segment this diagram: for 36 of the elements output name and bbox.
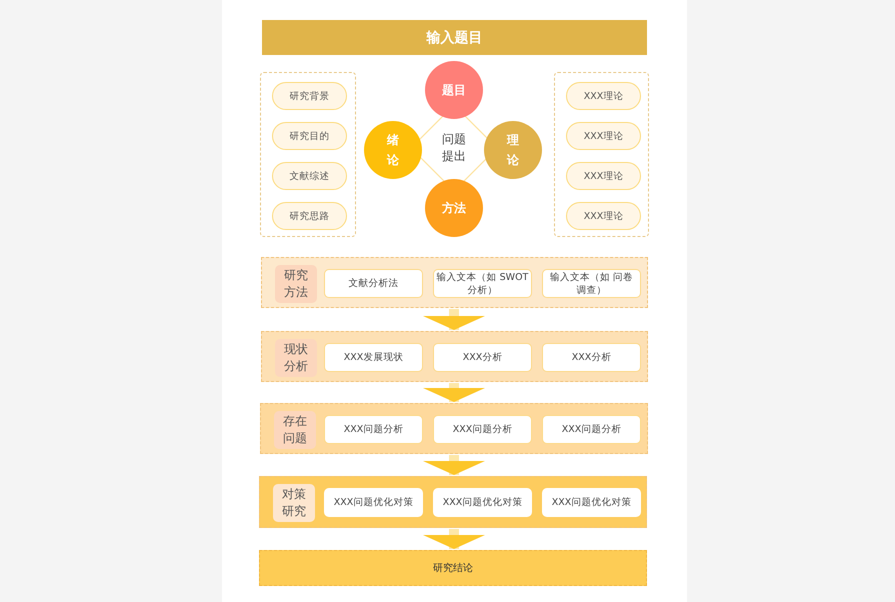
stage-band xyxy=(261,257,648,308)
dashed-group-box xyxy=(554,72,649,237)
content-box: XXX问题分析 xyxy=(542,415,641,444)
stage-tag: 存在问题 xyxy=(274,411,316,449)
content-box: XXX分析 xyxy=(542,343,641,372)
content-box: 输入文本（如 SWOT 分析） xyxy=(433,269,532,298)
topic-pill: XXX理论 xyxy=(566,202,641,230)
content-box: XXX问题优化对策 xyxy=(542,488,641,517)
dashed-group-box xyxy=(260,72,356,237)
arrow xyxy=(423,383,485,402)
content-box: XXX问题分析 xyxy=(433,415,532,444)
title-banner: 输入题目 xyxy=(262,20,647,55)
content-box: XXX分析 xyxy=(433,343,532,372)
topic-pill: 研究目的 xyxy=(272,122,347,150)
conclusion-band: 研究结论 xyxy=(259,550,647,586)
topic-pill: 研究思路 xyxy=(272,202,347,230)
content-box: XXX问题优化对策 xyxy=(433,488,532,517)
content-box: XXX发展现状 xyxy=(324,343,423,372)
stage-tag: 对策研究 xyxy=(273,484,315,522)
topic-pill: XXX理论 xyxy=(566,162,641,190)
topic-pill: 研究背景 xyxy=(272,82,347,110)
content-box: 文献分析法 xyxy=(324,269,423,298)
arrow xyxy=(423,529,485,549)
content-box: 输入文本（如 问卷调查） xyxy=(542,269,641,298)
stage-band xyxy=(261,331,648,382)
stage-band xyxy=(260,403,648,454)
topic-pill: XXX理论 xyxy=(566,82,641,110)
topic-pill: 文献综述 xyxy=(272,162,347,190)
content-box: XXX问题优化对策 xyxy=(324,488,423,517)
arrow xyxy=(423,309,485,330)
stage-tag: 研究方法 xyxy=(275,265,317,303)
stage-band xyxy=(259,476,647,528)
content-box: XXX问题分析 xyxy=(324,415,423,444)
topic-pill: XXX理论 xyxy=(566,122,641,150)
stage-tag: 现状分析 xyxy=(275,339,317,377)
arrow xyxy=(423,455,485,475)
